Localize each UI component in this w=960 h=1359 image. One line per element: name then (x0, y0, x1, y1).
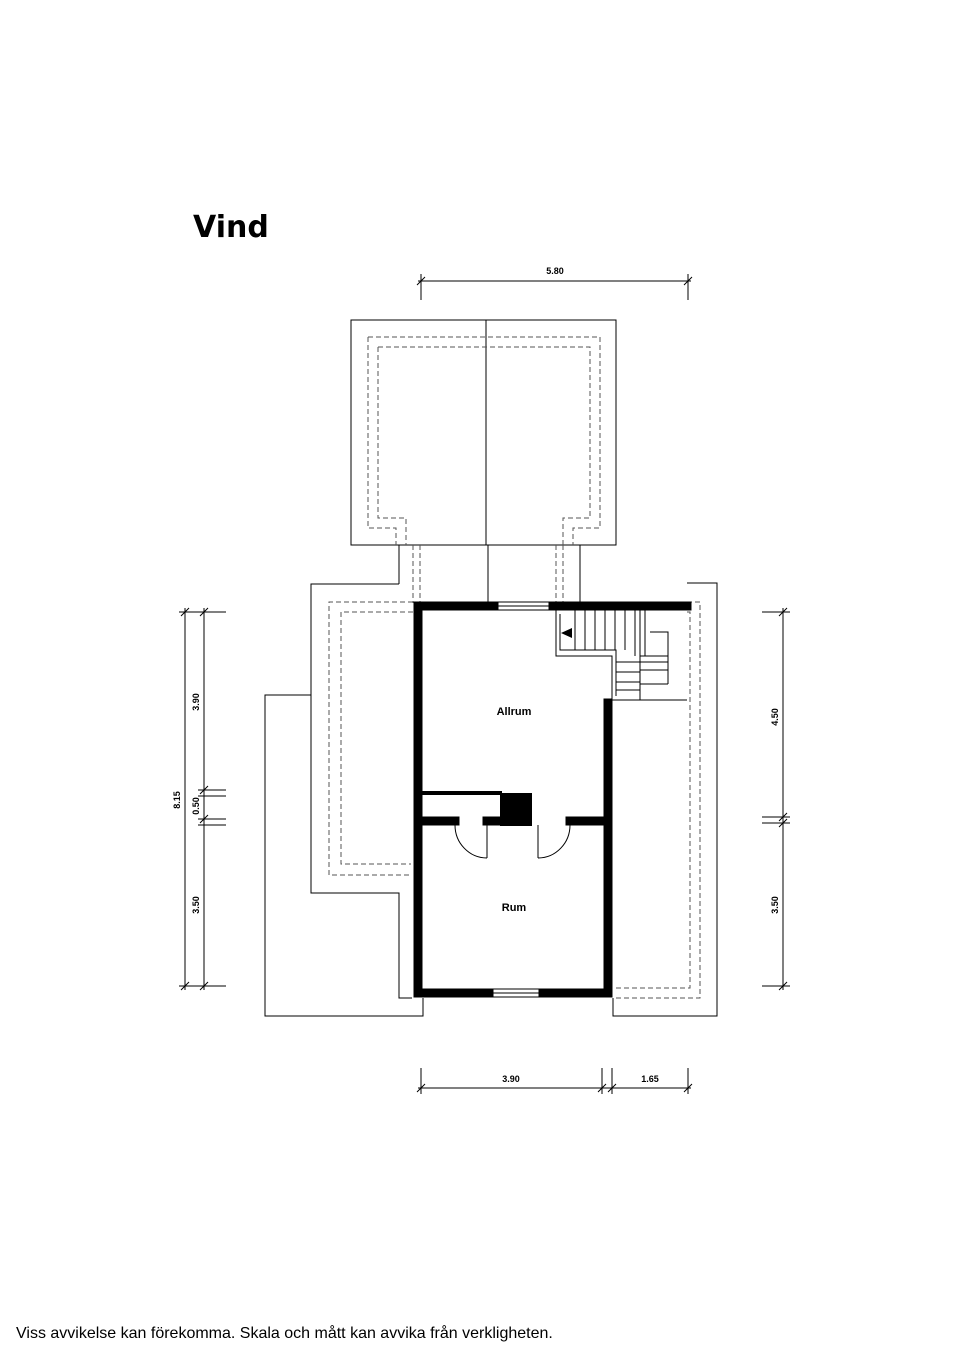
dimension-left-total-label: 8.15 (172, 791, 182, 809)
right-roof-outline (612, 582, 718, 1017)
door-left (454, 824, 488, 859)
dormer-outline (350, 319, 617, 603)
dimension-bottom-left-label: 3.90 (502, 1074, 520, 1084)
room-label-rum: Rum (502, 902, 527, 914)
dimension-right-upper-label: 4.50 (770, 708, 780, 726)
disclaimer-text: Viss avvikelse kan förekomma. Skala och … (16, 1325, 553, 1342)
dimension-right-lower-label: 3.50 (770, 896, 780, 914)
dimension-left-middle-label: 0.50 (191, 797, 201, 815)
dimension-top-label: 5.80 (546, 266, 564, 276)
bottom-window (488, 988, 544, 998)
staircase (555, 610, 687, 701)
room-label-allrum: Allrum (497, 706, 532, 718)
dimension-bottom-right-label: 1.65 (641, 1074, 659, 1084)
door-right (537, 824, 571, 859)
top-window (493, 601, 554, 611)
dimension-right: 4.50 3.50 (762, 607, 790, 991)
dimension-left-lower-label: 3.50 (191, 896, 201, 914)
dimension-bottom: 3.90 1.65 (416, 1068, 693, 1094)
floor-title: Vind (193, 210, 269, 245)
dimension-left: 8.15 3.90 0.50 3.50 (172, 607, 226, 991)
dimension-top: 5.80 (416, 266, 693, 300)
left-roof-outline (264, 583, 424, 1017)
chimney-block (500, 793, 532, 826)
outer-walls (413, 601, 692, 998)
dimension-left-upper-label: 3.90 (191, 693, 201, 711)
